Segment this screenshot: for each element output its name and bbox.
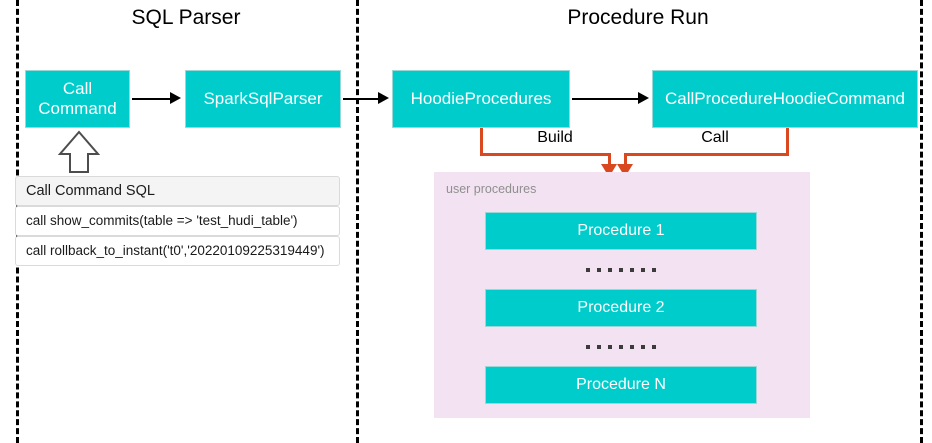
ellipsis-dot [619, 267, 623, 272]
ellipsis-dot [619, 344, 623, 349]
ellipsis-dot [586, 344, 590, 349]
ellipsis-dot [652, 344, 656, 349]
user-procedures-caption: user procedures [446, 182, 537, 196]
connector-call-horizontal [624, 153, 789, 156]
section-title-procedure-run: Procedure Run [567, 6, 709, 29]
node-call-command-line2: Command [38, 99, 117, 118]
node-spark-sql-parser: SparkSqlParser [185, 70, 341, 128]
ellipsis-dot [652, 267, 656, 272]
procedure-box: Procedure 2 [485, 289, 757, 327]
node-call-procedure-hoodie-command: CallProcedureHoodieCommand [652, 70, 918, 128]
edge-label-build: Build [537, 129, 573, 146]
sql-table-row: call show_commits(table => 'test_hudi_ta… [15, 206, 340, 236]
ellipsis-dot [586, 267, 590, 272]
node-call-command: Call Command [25, 70, 130, 128]
ellipsis-dots [485, 250, 757, 289]
arrowhead-icon-to-call-procedure-hoodie-command [638, 92, 649, 104]
node-hoodie-procedures: HoodieProcedures [392, 70, 570, 128]
arrow-spark-sql-parser-to-hoodie-procedures [343, 98, 379, 100]
connector-call-vertical-start [786, 128, 789, 156]
procedure-box: Procedure 1 [485, 212, 757, 250]
ellipsis-dot [608, 267, 612, 272]
ellipsis-dot [608, 344, 612, 349]
ellipsis-dot [630, 344, 634, 349]
procedure-box: Procedure N [485, 366, 757, 404]
ellipsis-dot [597, 344, 601, 349]
ellipsis-dot [641, 344, 645, 349]
block-arrow-up-icon [58, 130, 100, 173]
sql-table-row: call rollback_to_instant('t0','202201092… [15, 236, 340, 266]
arrow-call-command-to-spark-sql-parser [132, 98, 172, 100]
ellipsis-dots [485, 327, 757, 366]
connector-build-vertical-end [608, 153, 611, 167]
arrow-hoodie-procedures-to-call-procedure-hoodie-command [572, 98, 638, 100]
ellipsis-dot [630, 267, 634, 272]
sql-table-header: Call Command SQL [15, 176, 340, 206]
ellipsis-dot [597, 267, 601, 272]
section-divider-right [920, 0, 923, 443]
section-title-sql-parser: SQL Parser [131, 6, 241, 29]
node-call-command-line1: Call [62, 79, 93, 98]
connector-build-horizontal [480, 153, 611, 156]
arrowhead-icon-to-spark-sql-parser [170, 92, 181, 104]
ellipsis-dot [641, 267, 645, 272]
call-command-sql-table: Call Command SQL call show_commits(table… [15, 176, 340, 266]
user-procedures-panel: user procedures Procedure 1 Procedure 2 … [434, 172, 810, 418]
connector-build-vertical-start [480, 128, 483, 156]
section-divider-middle [356, 0, 359, 443]
arrowhead-icon-to-hoodie-procedures [378, 92, 389, 104]
edge-label-call: Call [701, 129, 729, 146]
connector-call-vertical-end [624, 153, 627, 167]
